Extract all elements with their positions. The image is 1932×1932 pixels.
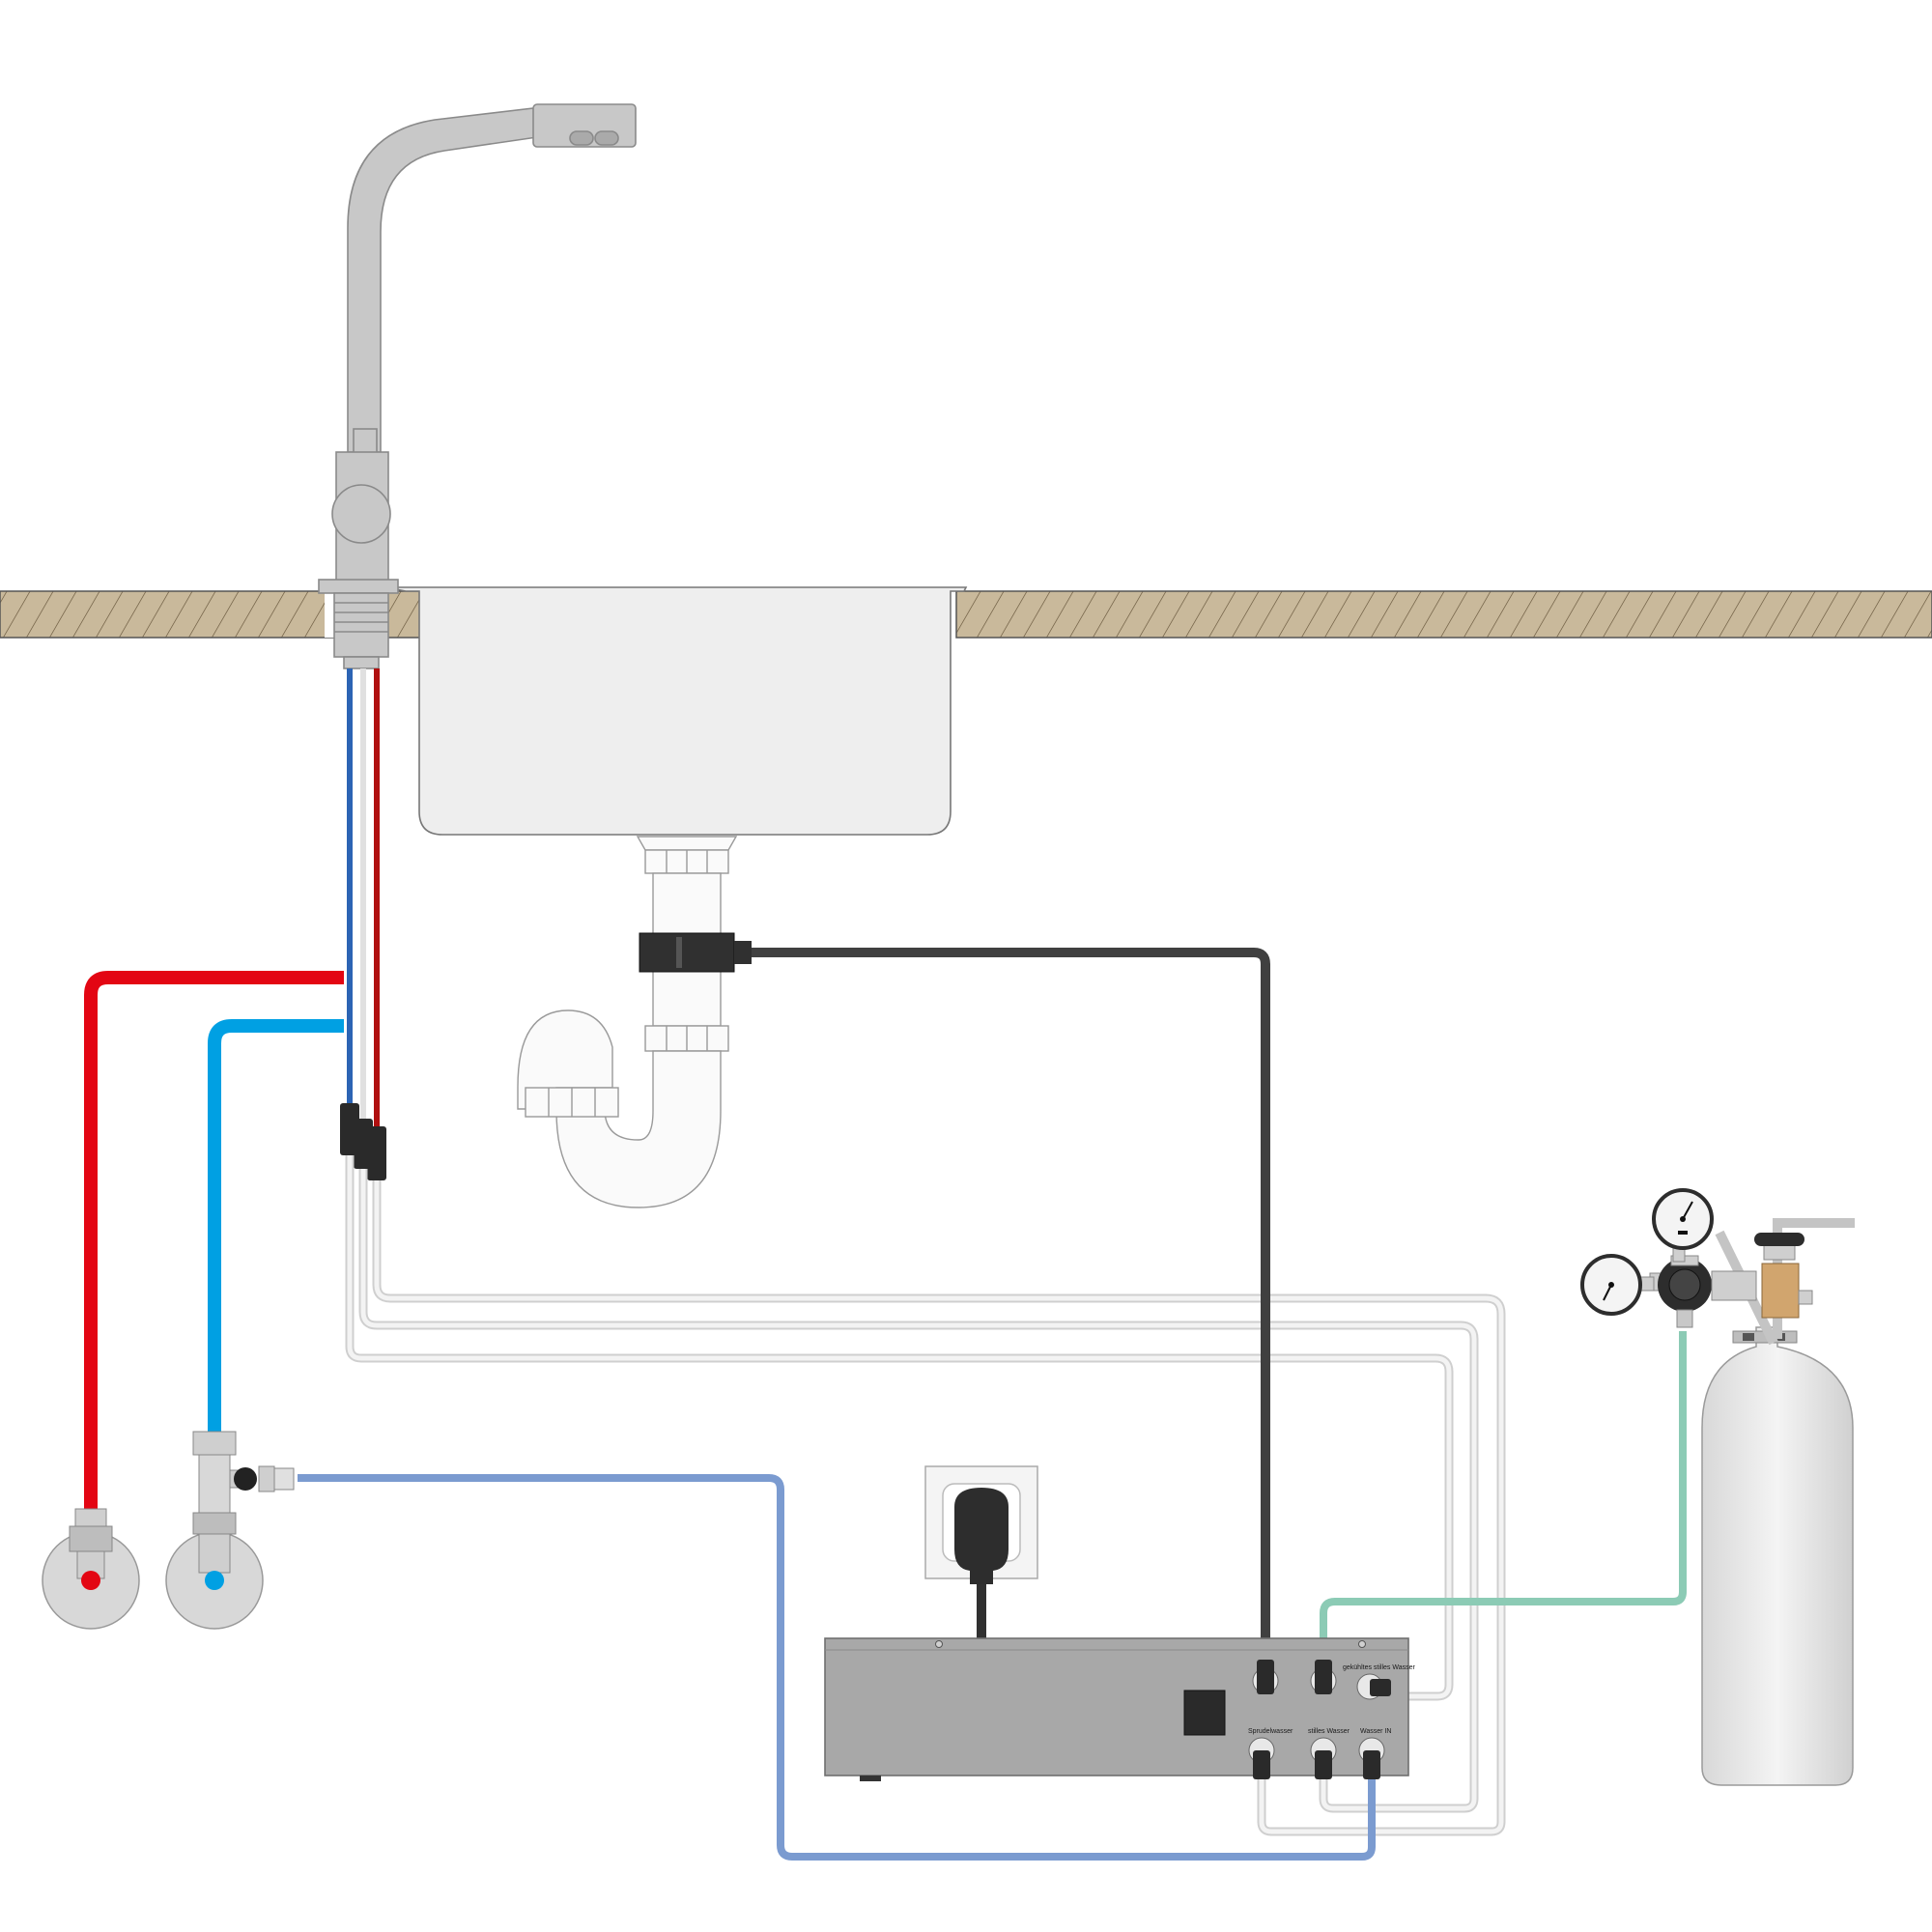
faucet (318, 103, 637, 669)
power-plug-icon (954, 1488, 1009, 1584)
pressure-gauge-icon (1652, 1188, 1714, 1263)
port-sparkling-water[interactable] (1248, 1737, 1275, 1779)
co2-line (1320, 1331, 1687, 1660)
port-still-water[interactable] (1310, 1737, 1337, 1779)
pressure-gauge-icon (1580, 1254, 1655, 1316)
power-inlet[interactable] (1183, 1690, 1226, 1736)
pressure-regulator[interactable] (1649, 1233, 1813, 1328)
port-chilled-still-water[interactable] (1356, 1673, 1391, 1700)
port-label-sparkling-water: Sprudelwasser (1248, 1728, 1293, 1735)
drain-clamp (639, 932, 752, 973)
sink-basin (385, 586, 968, 836)
outlet-lines (345, 1155, 1506, 1836)
port-drain[interactable] (1252, 1660, 1279, 1694)
port-label-chilled-still-water: gekühltes stilles Wasser (1343, 1664, 1415, 1671)
hot-angle-valve (42, 1508, 140, 1630)
blue-dot-icon (205, 1571, 224, 1590)
hot-water-line (84, 971, 344, 1520)
supply-connectors (340, 1103, 386, 1180)
port-water-in[interactable] (1358, 1737, 1385, 1779)
port-label-water-in: Wasser IN (1360, 1728, 1391, 1735)
water-unit: gekühltes stilles Wasser Sprudelwasser s… (824, 1637, 1415, 1781)
faucet-supply-lines (347, 668, 380, 1128)
cold-angle-valve[interactable] (165, 1431, 295, 1630)
filter-line (298, 1474, 1376, 1861)
port-co2[interactable] (1310, 1660, 1337, 1694)
countertop (0, 590, 1932, 639)
drain-cable (752, 948, 1270, 1662)
cold-water-line (208, 1019, 344, 1437)
wall-socket (924, 1465, 1038, 1584)
red-dot-icon (81, 1571, 100, 1590)
port-label-still-water: stilles Wasser (1308, 1728, 1350, 1735)
drain-siphon (517, 836, 738, 1208)
